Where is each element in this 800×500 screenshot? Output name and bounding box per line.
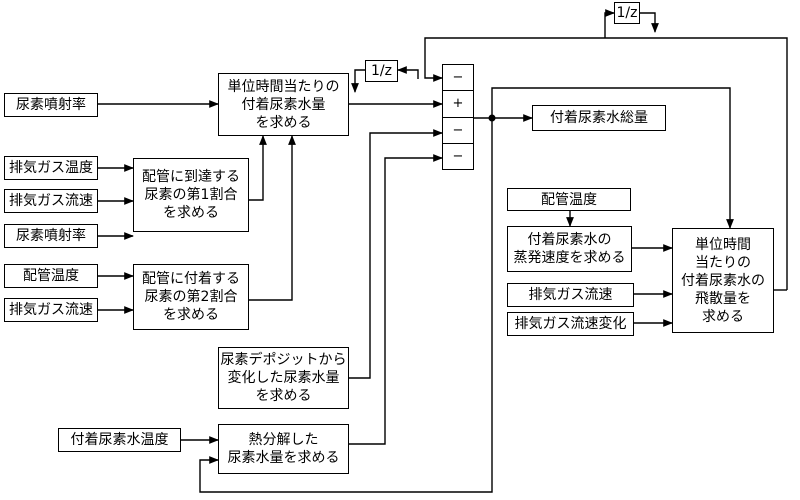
evaporation-speed-block: 付着尿素水の 蒸発速度を求める xyxy=(507,226,632,272)
input-urea-injection-rate-2: 尿素噴射率 xyxy=(4,224,98,248)
wire-first-ratio-to-adhered xyxy=(249,135,267,201)
wire-sum-out-to-delay xyxy=(397,66,419,79)
delay-block-2: 1/z xyxy=(614,2,640,24)
thermal-decomposition-block: 熱分解した 尿素水量を求める xyxy=(218,424,349,474)
wire-feedback-top xyxy=(424,37,788,290)
second-ratio-block: 配管に付着する 尿素の第2割合 を求める xyxy=(133,264,249,330)
deposit-change-block: 尿素デポジットから 変化した尿素水量 を求める xyxy=(218,347,349,409)
wire-second-ratio-to-adhered xyxy=(249,135,296,301)
input-exhaust-gas-flow-speed-3: 排気ガス流速 xyxy=(507,283,634,307)
branch-node xyxy=(488,114,496,122)
adhered-per-unit-time-block: 単位時間当たりの 付着尿素水量 を求める xyxy=(218,73,349,136)
input-pipe-temp-1: 配管温度 xyxy=(4,264,98,288)
input-exhaust-gas-flow-speed-1: 排気ガス流速 xyxy=(4,189,98,213)
sum-input-minus-mid: − xyxy=(443,118,473,144)
wire-thermal-to-sum xyxy=(349,154,443,445)
sum-input-minus-bottom: − xyxy=(452,148,464,164)
wire-node-to-thermal-return xyxy=(199,118,493,493)
delay-block-1: 1/z xyxy=(365,60,398,82)
wire-node-to-scatter xyxy=(491,87,734,229)
input-exhaust-gas-flow-speed-2: 排気ガス流速 xyxy=(4,298,98,322)
wire-delay-to-sum xyxy=(351,69,365,93)
sum-input-plus: + xyxy=(443,91,473,118)
input-exhaust-gas-temp: 排気ガス温度 xyxy=(4,156,98,180)
sum-input-minus-top: − xyxy=(443,65,473,92)
wire-deposit-to-sum xyxy=(349,129,443,379)
scatter-per-unit-time-block: 単位時間 当たりの 付着尿素水の 飛散量を 求める xyxy=(672,228,774,333)
first-ratio-block: 配管に到達する 尿素の第1割合 を求める xyxy=(133,158,249,232)
total-adhered-output: 付着尿素水総量 xyxy=(532,105,666,131)
wire-delay2-out xyxy=(640,12,659,33)
input-urea-injection-rate-1: 尿素噴射率 xyxy=(4,93,98,117)
input-exhaust-gas-flow-change: 排気ガス流速変化 xyxy=(507,312,634,336)
wire-top-to-delay2 xyxy=(604,9,615,38)
summing-junction: − + − − xyxy=(442,64,474,170)
input-pipe-temp-2: 配管温度 xyxy=(507,188,631,211)
input-adhered-water-temp: 付着尿素水温度 xyxy=(58,428,181,452)
